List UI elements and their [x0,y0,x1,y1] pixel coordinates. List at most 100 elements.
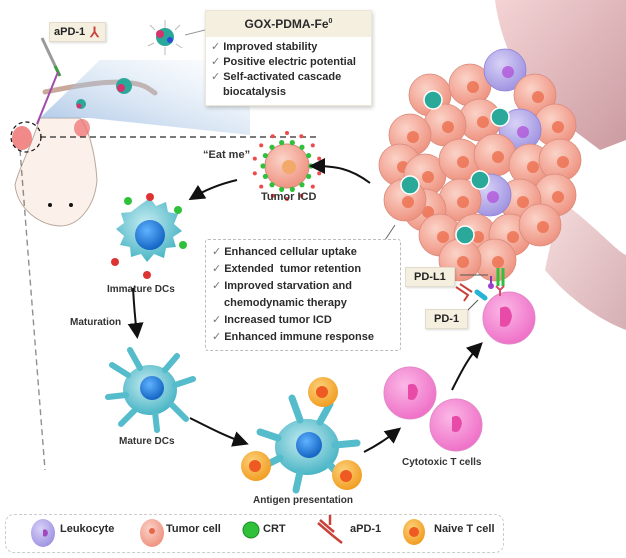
damp-dot [317,171,322,176]
cytotoxic-t-cells [383,291,536,452]
damp-dot [259,184,264,189]
feature-item: ✓Self-activated cascade [211,71,342,83]
cell-nucleus [472,231,484,243]
antigen-presenting-dc [256,394,361,494]
arrow-to-antigen [189,417,249,447]
check-icon: ✓ [212,331,222,343]
cell-nucleus [437,231,449,243]
benefit-item: ✓Enhanced cellular uptake [212,244,394,261]
cell-nucleus [492,256,504,268]
benefit-item: ✓Extended tumor retention [212,261,394,278]
legend-item-crt: CRT [263,523,286,535]
nanoparticle-large [147,20,183,55]
crt-dot [269,144,275,150]
nanoparticle-small [76,78,132,109]
damp-dot [270,134,275,139]
cell-nucleus [492,151,504,163]
pd1-pdl1-interaction [455,268,505,302]
check-icon: ✓ [211,41,221,53]
crt-dot [262,173,268,180]
cell-nucleus [422,171,434,183]
arrow-to-ctl [363,427,402,453]
crt-dot [279,140,285,146]
pd-l1-tag: PD-L1 [405,267,455,287]
cell-nucleus [517,196,529,208]
tumor-site-right [74,119,90,137]
nanoparticle-feature-list: ✓Improved stability ✓Positive electric p… [206,37,371,105]
antigen-presentation-label: Antigen presentation [253,495,354,506]
cell-nucleus [442,121,454,133]
crt-dot [260,163,266,169]
arrow-maturation [127,287,144,339]
check-icon: ✓ [212,246,222,258]
cell-nucleus [407,131,419,143]
legend-item-apd1: aPD-1 [350,523,382,535]
benefits-callout-line [384,224,396,241]
crt-dot [262,152,268,159]
antibody-icon: ⅄ [90,24,99,40]
cell-nucleus [537,221,549,233]
apd1-injection-tag: aPD-1 ⅄ [49,22,106,42]
tumor-mass [378,48,582,282]
crt-dot [306,173,312,180]
cell-nucleus [517,126,529,138]
maturation-label: Maturation [70,317,122,328]
crt-dot [289,186,295,192]
benefit-item: ✓Increased tumor ICD [212,312,394,329]
cell-nucleus [467,81,479,93]
crt-icon [242,521,260,539]
tumor-icd-cell [252,131,322,201]
cell-nucleus [502,66,514,78]
cell-nucleus [402,196,414,208]
damp-dot [252,156,257,161]
cell-nucleus [422,206,434,218]
arrow-tumor-to-icd [309,158,371,184]
tumor-icd-label: Tumor ICD [261,191,317,203]
damp-dot [317,156,322,161]
benefit-item-continued: chemodynamic therapy [224,297,347,309]
check-icon: ✓ [212,263,222,275]
benefit-item: ✓Enhanced immune response [212,329,394,346]
crt-dot [279,186,285,192]
cell-nucleus [552,191,564,203]
benefits-box: ✓Enhanced cellular uptake ✓Extended tumo… [205,239,401,351]
legend-item-naive-t-cell: Naive T cell [434,523,495,535]
nanoparticle [455,225,475,245]
feature-item: ✓Positive electric potential [211,56,356,68]
legend-icons [31,515,425,547]
cytotoxic-t-cells-label: Cytotoxic T cells [402,457,482,468]
damp-dot [310,143,315,148]
damp-dot [310,184,315,189]
benefit-item: ✓Improved starvation and [212,278,394,295]
immature-dcs-label: Immature DCs [107,284,175,295]
cell-nucleus [557,156,569,168]
mature-dcs-label: Mature DCs [119,436,175,447]
nanoparticle-feature-box: GOX-PDMA-Fe0 ✓Improved stability ✓Positi… [205,10,372,106]
cell-nucleus [457,256,469,268]
syringe-icon [36,37,62,125]
nanoparticle [423,90,443,110]
check-icon: ✓ [211,71,221,83]
crt-dot [306,152,312,159]
damp-dot [252,171,257,176]
arrow-icd-to-dc [188,179,238,201]
damp-dot [270,193,275,198]
mature-dc-cell [105,347,196,433]
legend: Leukocyte Tumor cell CRT aPD-1 Naive T c… [5,514,504,553]
tumor-site-left [12,126,32,150]
crt-dot [289,140,295,146]
damp-dot [299,134,304,139]
cell-nucleus [477,116,489,128]
antibody-icon [317,515,343,544]
legend-item-leukocyte: Leukocyte [60,523,115,535]
crt-dot [308,163,314,169]
arrow-to-tumor-attack [451,342,483,391]
eat-me-label: “Eat me” [203,149,251,161]
crt-dot [299,182,305,188]
pd-1-tag: PD-1 [425,309,469,329]
nanoparticle [490,107,510,127]
damp-dot [299,193,304,198]
feature-item-continued: biocatalysis [223,86,286,98]
immature-dc-cell [111,193,187,279]
